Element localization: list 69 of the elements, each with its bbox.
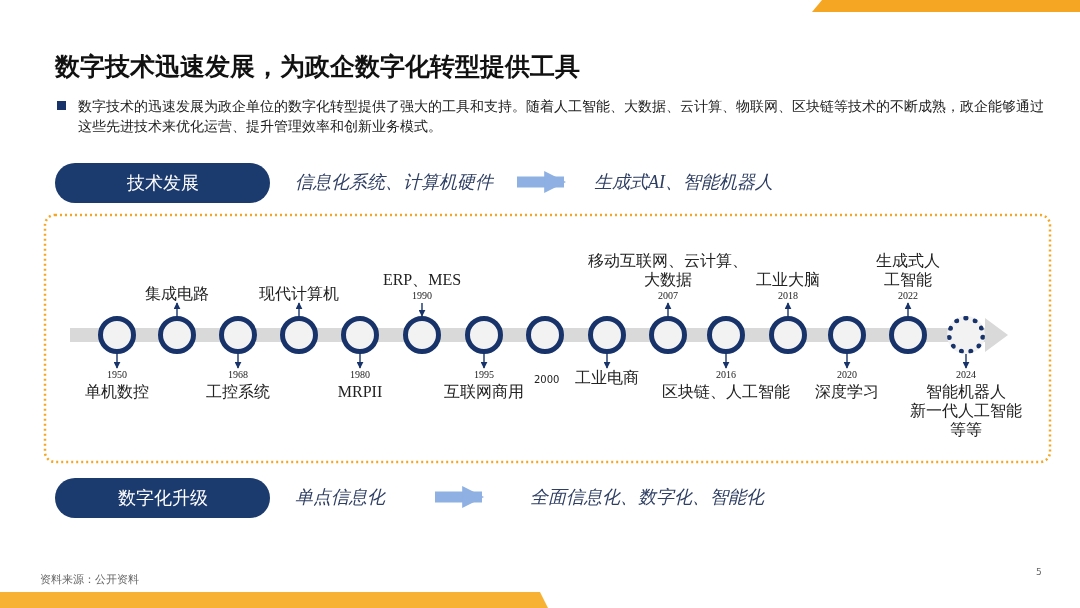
timeline-circle: [158, 316, 196, 354]
milestone-label: 工业大脑: [756, 270, 820, 289]
year-label: 2022: [897, 289, 919, 303]
year-label: 2024: [955, 368, 977, 382]
timeline-circle: [219, 316, 257, 354]
dashed-circle: [947, 316, 985, 354]
description-text: 数字技术的迅速发展为政企单位的数字化转型提供了强大的工具和支持。随着人工智能、大数据、云计算、物联网、区块链等技术的不断成熟，政企能够通过这些先进技术来优化运营、提升管理效率和创新业务模式。: [78, 97, 1045, 137]
milestone-label: 集成电路: [145, 284, 209, 303]
year-label: 1990: [411, 289, 433, 303]
milestone-label: 生成式人工智能: [875, 251, 941, 289]
stage-text: 单点信息化: [295, 485, 435, 509]
timeline-circle: [98, 316, 136, 354]
milestone-label: 单机数控: [85, 382, 149, 401]
timeline-circle: [889, 316, 927, 354]
milestone-label: 工控系统: [206, 382, 270, 401]
block-arrow: [517, 171, 567, 193]
timeline-circle: [341, 316, 379, 354]
year-label: 1968: [227, 368, 249, 382]
year-label: 1950: [106, 368, 128, 382]
year-label: 2018: [777, 289, 799, 303]
milestone-label: ERP、MES: [382, 270, 462, 289]
leader-arrow: [234, 353, 242, 369]
milestone-label: 新一代人工智能: [910, 401, 1022, 420]
year-label: 2000: [534, 373, 560, 387]
year-label: 1995: [473, 368, 495, 382]
leader-arrow: [480, 353, 488, 369]
milestone-label: 区块链、人工智能: [662, 382, 790, 401]
title: 数字技术迅速发展，为政企数字化转型提供工具: [55, 51, 580, 83]
leader-arrow: [603, 353, 611, 369]
year-label: 2007: [657, 289, 679, 303]
page-number: 5: [1036, 566, 1042, 579]
stage-text: 全面信息化、数字化、智能化: [492, 485, 764, 509]
timeline-circle: [526, 316, 564, 354]
leader-arrow: [173, 302, 181, 317]
leader-arrow: [904, 302, 912, 317]
leader-arrow: [418, 302, 426, 317]
timeline-circle: [465, 316, 503, 354]
milestone-label: MRPII: [337, 382, 383, 401]
timeline-circle: [707, 316, 745, 354]
milestone-label: 互联网商用: [444, 382, 524, 401]
milestone-label: 智能机器人: [925, 382, 1007, 401]
category-pill: 数字化升级: [55, 478, 270, 518]
leader-arrow: [113, 353, 121, 369]
timeline-circle: [588, 316, 626, 354]
milestone-label: 等等: [949, 420, 983, 439]
milestone-label: 移动互联网、云计算、大数据: [587, 251, 749, 289]
leader-arrow: [356, 353, 364, 369]
leader-arrow: [722, 353, 730, 369]
timeline-circle: [828, 316, 866, 354]
year-label: 2016: [715, 368, 737, 382]
block-arrow: [435, 486, 485, 508]
leader-arrow: [843, 353, 851, 369]
year-label: 1980: [349, 368, 371, 382]
leader-arrow: [784, 302, 792, 317]
timeline-circle: [280, 316, 318, 354]
leader-arrow: [664, 302, 672, 317]
timeline-circle: [403, 316, 441, 354]
stage-text: 信息化系统、计算机硬件: [295, 170, 517, 194]
leader-arrow: [295, 302, 303, 317]
timeline-circle: [649, 316, 687, 354]
year-label: 2020: [836, 368, 858, 382]
milestone-label: 深度学习: [815, 382, 879, 401]
milestone-label: 工业电商: [575, 368, 639, 387]
timeline-circle: [769, 316, 807, 354]
stage-text: 生成式AI、智能机器人: [574, 170, 773, 194]
milestone-label: 现代计算机: [259, 284, 339, 303]
source-note: 资料来源：公开资料: [40, 572, 139, 588]
category-pill: 技术发展: [55, 163, 270, 203]
leader-arrow: [962, 353, 970, 369]
